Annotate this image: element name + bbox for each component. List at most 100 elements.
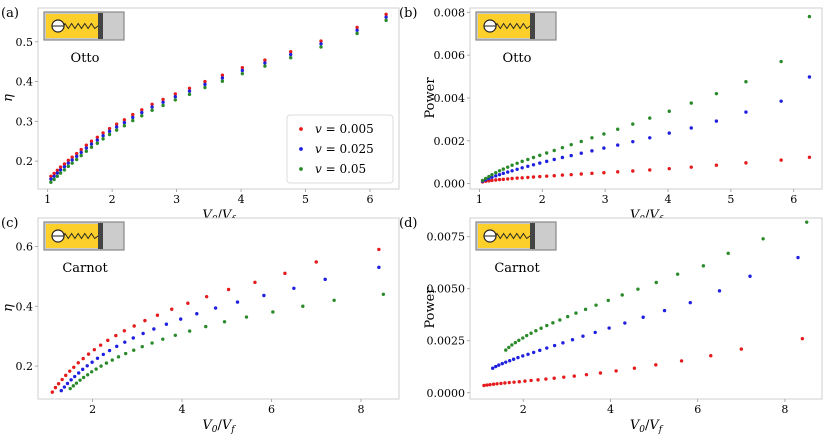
data-point (115, 344, 119, 349)
data-point (81, 356, 85, 361)
series-3 (504, 220, 809, 352)
data-point (132, 348, 136, 352)
data-point (55, 174, 60, 178)
data-point (688, 300, 692, 305)
data-point (511, 357, 516, 361)
data-point (141, 331, 145, 336)
data-point (56, 382, 61, 386)
data-point (516, 355, 520, 360)
data-point (510, 176, 514, 181)
data-point (95, 141, 100, 145)
data-point (497, 169, 502, 173)
data-point (220, 73, 225, 77)
data-point (377, 265, 381, 270)
data-point (289, 56, 293, 60)
x-axis-label: V0/Vf (202, 418, 236, 435)
data-point (81, 367, 85, 372)
data-point (314, 260, 318, 264)
legend-entry: v = 0.05 (315, 162, 366, 176)
x-tick-label: 1 (476, 193, 483, 206)
data-point (110, 358, 114, 362)
data-point (95, 138, 100, 142)
data-point (544, 377, 548, 381)
data-point (504, 360, 508, 364)
data-point (292, 286, 296, 291)
data-point (744, 110, 748, 114)
legend-marker (299, 167, 303, 171)
data-point (590, 136, 594, 140)
data-point (150, 105, 154, 109)
data-point (98, 343, 103, 347)
data-point (355, 31, 359, 36)
data-point (161, 97, 165, 102)
data-point (187, 86, 192, 91)
data-point (52, 174, 56, 178)
x-tick-label: 4 (179, 403, 186, 416)
data-point (152, 327, 156, 331)
data-point (544, 174, 549, 178)
data-point (384, 12, 388, 17)
data-point (381, 292, 386, 296)
y-tick-label: 0.008 (434, 6, 466, 19)
data-point (581, 334, 585, 338)
data-point (222, 320, 227, 324)
data-point (107, 126, 112, 131)
inset-label: Otto (503, 51, 532, 66)
piston-inset: Otto (43, 11, 125, 66)
data-point (531, 155, 536, 160)
data-point (551, 321, 555, 325)
legend-entry: v = 0.025 (315, 142, 374, 156)
data-point (709, 354, 713, 358)
data-point (92, 347, 97, 352)
y-tick-label: 0.0000 (427, 387, 466, 400)
data-point (173, 92, 178, 96)
y-tick-label: 0.002 (434, 135, 466, 148)
data-point (805, 220, 809, 224)
data-point (263, 61, 267, 65)
data-point (506, 177, 510, 181)
data-point (503, 381, 507, 385)
data-point (66, 158, 71, 163)
data-point (155, 313, 160, 317)
data-point (513, 340, 518, 345)
data-point (77, 371, 81, 375)
y-tick-label: 0.3 (16, 115, 34, 128)
series-1 (49, 12, 388, 178)
data-point (494, 178, 498, 182)
data-point (569, 142, 573, 147)
data-point (170, 307, 174, 311)
data-point (52, 171, 56, 176)
data-point (484, 176, 488, 181)
data-point (131, 112, 135, 117)
data-point (140, 344, 144, 349)
data-point (562, 375, 566, 379)
inset-label: Otto (71, 51, 100, 66)
x-tick-label: 2 (539, 193, 546, 206)
y-axis-label: η (1, 304, 16, 312)
data-point (301, 304, 305, 308)
data-point (494, 174, 498, 178)
data-point (606, 298, 610, 303)
y-tick-label: 0.0075 (427, 231, 466, 244)
y-tick-label: 0.2 (16, 155, 34, 168)
data-point (69, 378, 73, 382)
data-point (779, 59, 783, 64)
data-point (55, 168, 60, 172)
data-point (616, 170, 620, 174)
data-point (714, 91, 719, 96)
data-point (74, 151, 79, 156)
data-point (583, 307, 588, 312)
y-axis-label: η (1, 94, 16, 102)
data-point (545, 346, 549, 350)
data-point (101, 137, 105, 141)
x-tick-label: 6 (366, 193, 373, 206)
data-point (150, 341, 154, 345)
data-point (319, 45, 323, 49)
data-point (59, 388, 63, 393)
data-point (161, 337, 165, 341)
data-point (480, 178, 485, 183)
data-point (107, 129, 112, 134)
data-point (140, 108, 144, 112)
data-point (648, 168, 652, 172)
data-point (283, 271, 287, 276)
